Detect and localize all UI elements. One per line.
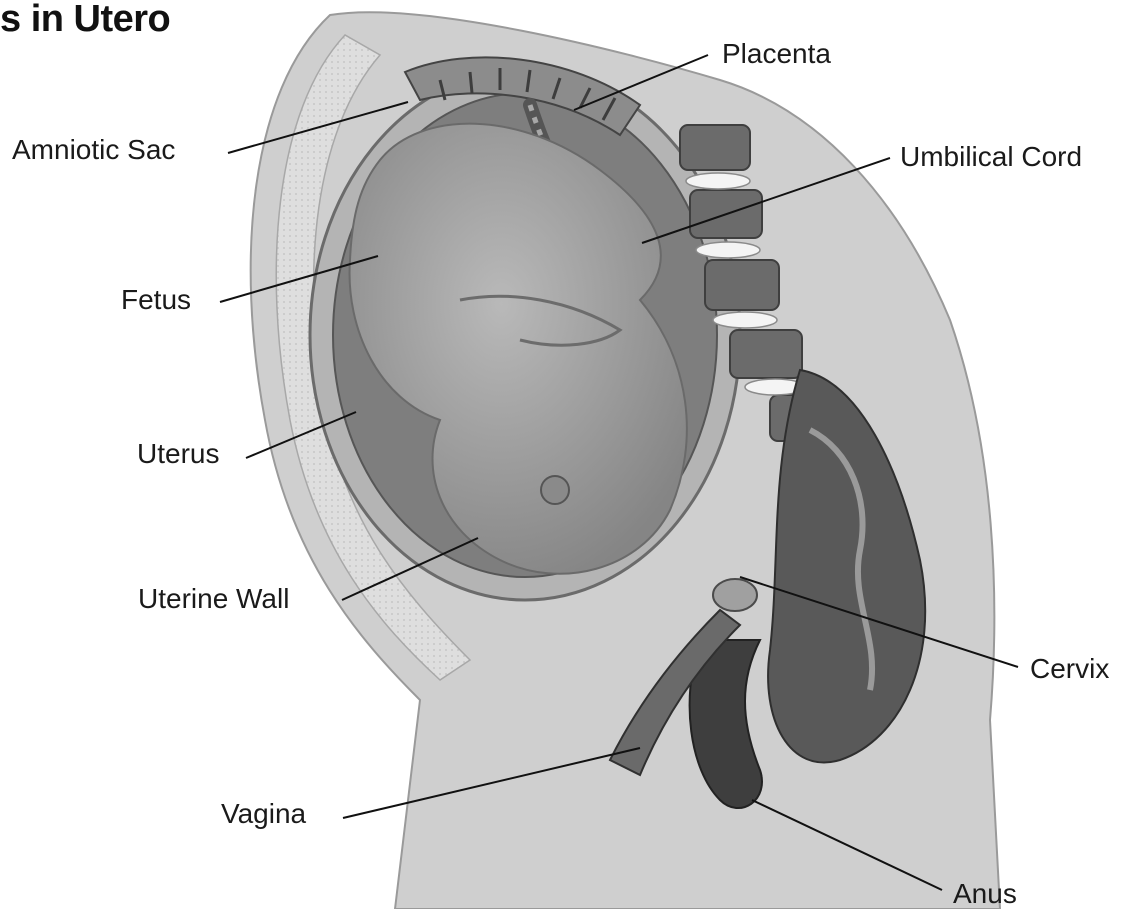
label-cervix: Cervix <box>1030 653 1109 685</box>
diagram-title: s in Utero <box>0 0 170 41</box>
label-placenta: Placenta <box>722 38 831 70</box>
label-amniotic-sac: Amniotic Sac <box>12 134 175 166</box>
cervix-shape <box>713 579 757 611</box>
label-vagina: Vagina <box>221 798 306 830</box>
fetus-ear <box>541 476 569 504</box>
label-umbilical-cord: Umbilical Cord <box>900 141 1082 173</box>
label-fetus: Fetus <box>121 284 191 316</box>
label-uterine-wall: Uterine Wall <box>138 583 289 615</box>
label-uterus: Uterus <box>137 438 219 470</box>
label-anus: Anus <box>953 878 1017 910</box>
